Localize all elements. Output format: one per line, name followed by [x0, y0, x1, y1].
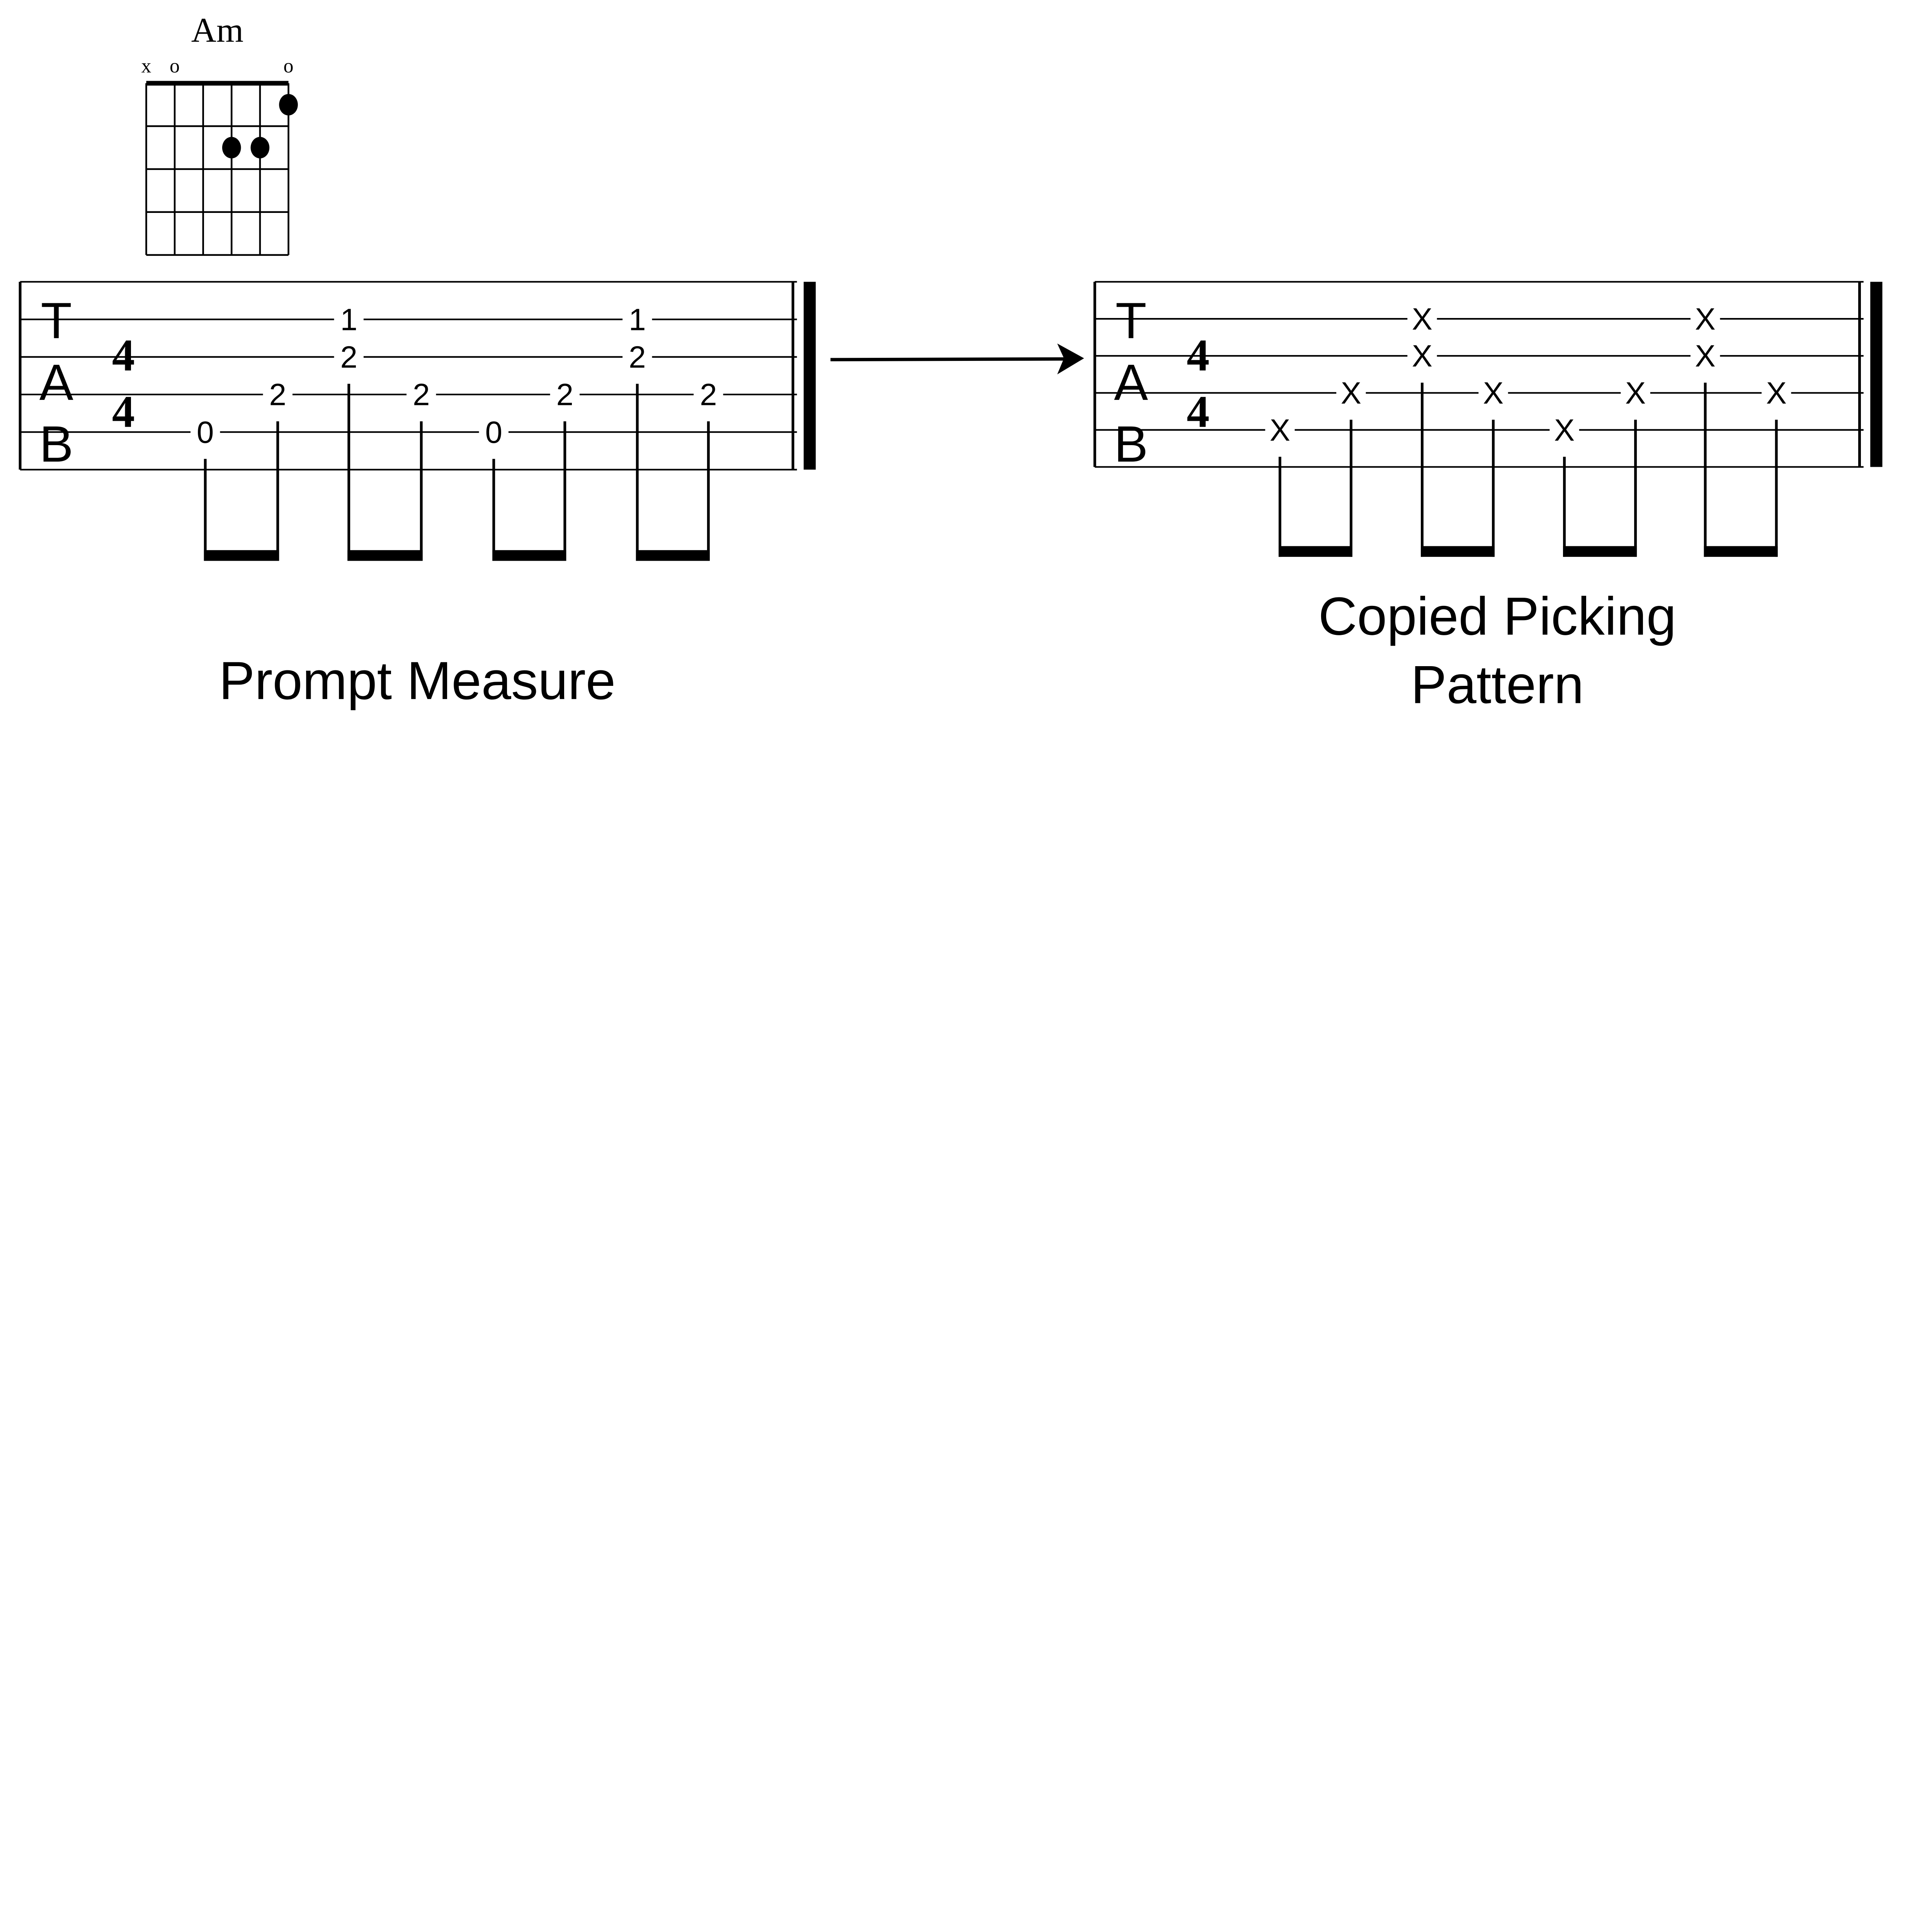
eighth-note-beam — [492, 550, 566, 561]
tab-note: 2 — [340, 340, 357, 374]
note-background — [334, 342, 364, 372]
note-background — [1336, 378, 1366, 408]
eighth-note-beam — [1704, 546, 1778, 557]
chord-finger-dot — [250, 137, 270, 158]
note-background — [479, 417, 509, 447]
tab-note: 2 — [269, 378, 286, 412]
note-background — [406, 379, 436, 410]
tab-clef-letter: A — [1114, 354, 1148, 411]
note-background — [1478, 378, 1508, 408]
tab-note: 2 — [629, 340, 646, 374]
note-background — [622, 342, 652, 372]
tab-note: 2 — [700, 378, 717, 412]
tab-note: X — [1412, 302, 1432, 336]
time-signature-bottom: 4 — [112, 386, 135, 437]
note-background — [622, 304, 652, 334]
eighth-note-beam — [1421, 546, 1495, 557]
chord-finger-dot — [279, 94, 298, 116]
tab-note: X — [1554, 413, 1575, 447]
eighth-note-beam — [1279, 546, 1352, 557]
note-background — [1407, 341, 1437, 371]
chord-string-marker: x — [141, 55, 151, 77]
tab-note: 0 — [197, 415, 214, 449]
tab-note: X — [1766, 376, 1787, 410]
tab-note: X — [1341, 376, 1361, 410]
note-background — [1265, 415, 1295, 445]
time-signature-top: 4 — [112, 330, 135, 380]
note-background — [1690, 341, 1720, 371]
prompt-measure-caption: Prompt Measure — [219, 651, 616, 711]
tab-note: 2 — [556, 378, 573, 412]
tab-note: X — [1695, 339, 1716, 373]
chord-string-marker: o — [284, 55, 294, 77]
note-background — [1762, 378, 1791, 408]
tab-note: 1 — [629, 302, 646, 337]
note-background — [263, 379, 293, 410]
tab-clef-letter: B — [1114, 416, 1148, 473]
chord-name: Am — [191, 11, 243, 49]
eighth-note-beam — [347, 550, 423, 561]
note-background — [694, 379, 723, 410]
note-background — [550, 379, 580, 410]
tab-note: X — [1483, 376, 1503, 410]
note-background — [1621, 378, 1650, 408]
final-barline-thick — [803, 282, 816, 470]
tab-note: 1 — [340, 302, 357, 337]
tab-clef-letter: T — [1116, 292, 1147, 349]
tab-note: X — [1270, 413, 1290, 447]
tab-note: 2 — [413, 378, 430, 412]
final-barline-thick — [1870, 282, 1883, 467]
time-signature-bottom: 4 — [1187, 386, 1209, 437]
copied-pattern-caption-line2: Pattern — [1411, 655, 1584, 715]
tab-note: X — [1695, 302, 1716, 336]
note-background — [1407, 304, 1437, 334]
chord-string-marker: o — [170, 55, 180, 77]
tab-clef-letter: A — [39, 354, 73, 411]
note-background — [1690, 304, 1720, 334]
tab-note: 0 — [485, 415, 502, 449]
note-background — [334, 304, 364, 334]
arrow-icon — [830, 344, 1084, 374]
eighth-note-beam — [1563, 546, 1637, 557]
tab-clef-letter: B — [39, 416, 73, 473]
time-signature-top: 4 — [1187, 330, 1209, 380]
copied-pattern-caption-line1: Copied Picking — [1318, 587, 1676, 646]
note-background — [190, 417, 220, 447]
chord-finger-dot — [222, 137, 241, 158]
tab-clef-letter: T — [41, 292, 72, 349]
tab-note: X — [1412, 339, 1432, 373]
eighth-note-beam — [636, 550, 710, 561]
note-background — [1549, 415, 1579, 445]
eighth-note-beam — [204, 550, 279, 561]
tab-note: X — [1625, 376, 1646, 410]
